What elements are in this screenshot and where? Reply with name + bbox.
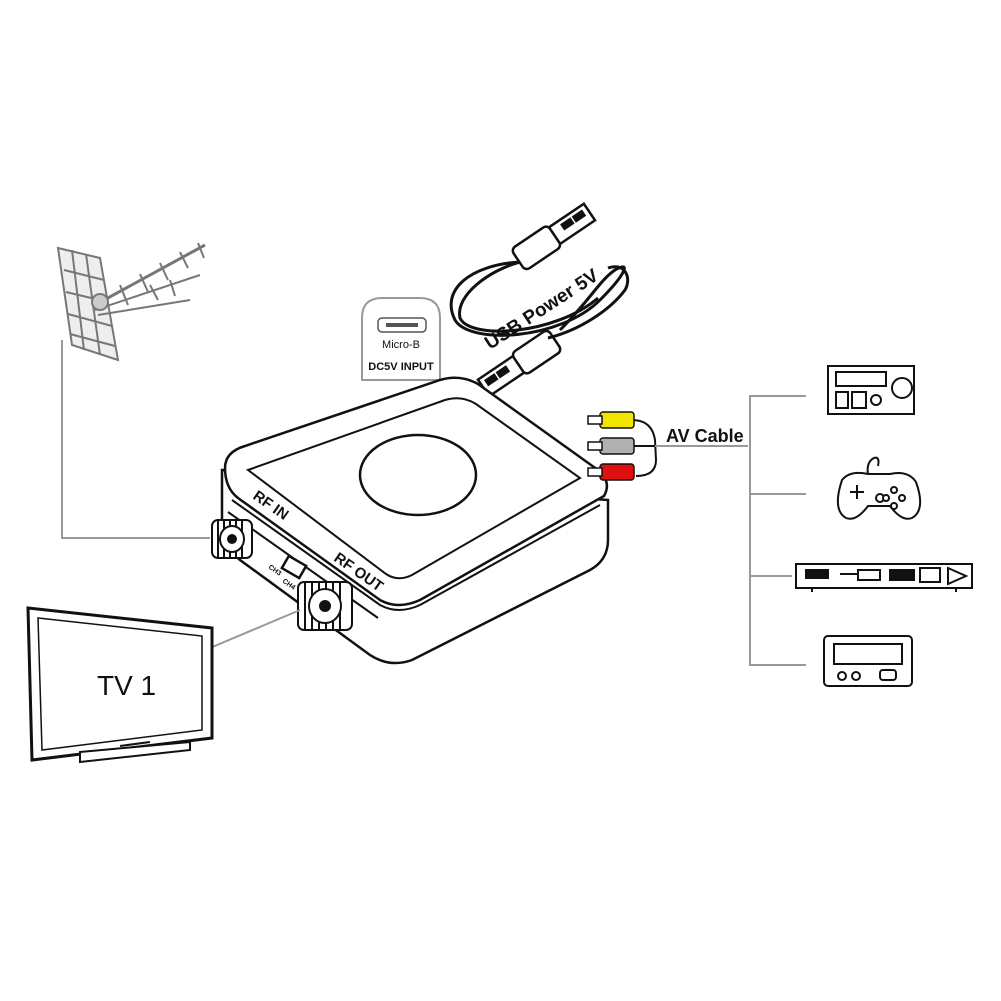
channel-switch bbox=[280, 554, 308, 580]
av-cable bbox=[587, 411, 748, 481]
dvd-receiver-icon bbox=[827, 365, 915, 415]
set-top-box-icon bbox=[795, 563, 973, 592]
av-cable-label: AV Cable bbox=[666, 426, 744, 446]
micro-b-port-badge: Micro-B DC5V INPUT bbox=[361, 297, 441, 381]
rca-plug-white-icon bbox=[587, 437, 635, 455]
tv-cable bbox=[209, 609, 301, 649]
usb-plug-top-icon bbox=[511, 202, 597, 271]
source-bus bbox=[749, 395, 806, 666]
usb-cable: USB Power 5V bbox=[449, 202, 630, 398]
tv-label: TV 1 bbox=[97, 670, 156, 701]
gamepad-icon bbox=[836, 456, 922, 520]
rca-plug-red-icon bbox=[587, 463, 635, 481]
rf-out-connector-icon bbox=[297, 581, 353, 631]
port-caption-label: DC5V INPUT bbox=[368, 361, 434, 373]
antenna-icon bbox=[56, 242, 206, 362]
tv-icon bbox=[26, 606, 214, 764]
device-button bbox=[358, 433, 478, 517]
rca-plug-yellow-icon bbox=[587, 411, 635, 429]
antenna-cable bbox=[61, 340, 210, 539]
port-type-label: Micro-B bbox=[382, 339, 420, 351]
rf-in-connector-icon bbox=[211, 519, 253, 559]
monitor-device-icon bbox=[823, 635, 913, 687]
